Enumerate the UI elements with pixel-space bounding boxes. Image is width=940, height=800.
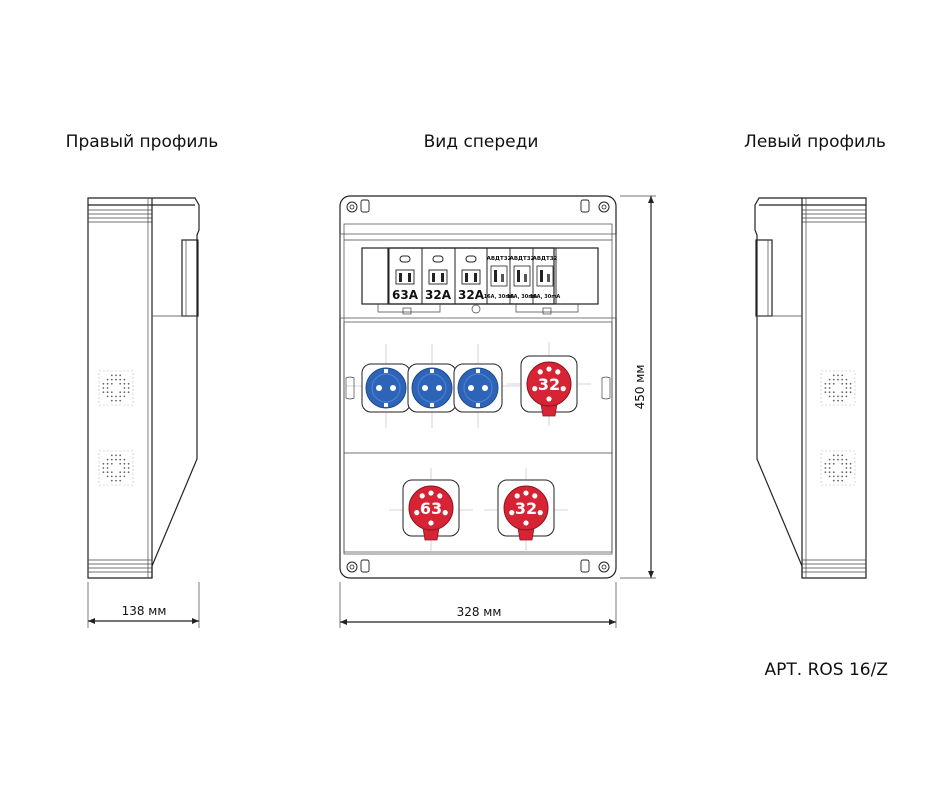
blue-socket [361,363,411,413]
vent-grille [98,450,134,486]
socket-rating-label: 32 [538,375,560,394]
rcbo-type-label: АВДТ32 [487,256,512,262]
top-socket-row: 32 [361,355,578,417]
rcbo-rating-label: 16A, 30mA [484,294,515,300]
right-profile-view: 138 мм [87,197,200,628]
vent-grille [98,370,134,406]
front-width-label: 328 мм [457,605,502,619]
left-profile-view [754,197,867,579]
corner-clips [346,199,610,573]
right-profile-title: Правый профиль [66,132,219,152]
front-view-title: Вид спереди [424,132,539,152]
front-height-label: 450 мм [633,365,647,410]
main-breaker: 63A [388,248,419,304]
breaker-rating-label: 63A [392,288,419,302]
blue-socket [407,363,457,413]
breaker-rating-label: 32A [425,288,452,302]
rcbo-rating-label: 16A, 30mA [507,294,538,300]
right-profile-width-label: 138 мм [122,604,167,618]
rcbo-type-label: АВДТ32 [510,256,535,262]
bottom-socket-row: 63 32 [402,479,555,541]
vent-grille [820,370,856,406]
red-cee-socket: 32 [520,355,578,417]
breaker-rating-label: 32A [458,288,485,302]
red-cee-socket: 32 [497,479,555,541]
rcbo-breaker: АВДТ32 16A, 30mA [507,248,538,304]
main-breaker: 32A [454,248,485,304]
left-profile-title: Левый профиль [744,132,886,152]
rcbo-breaker: АВДТ32 16A, 30mA [530,248,561,304]
rcbo-rating-label: 16A, 30mA [530,294,561,300]
rcbo-breaker: АВДТ32 16A, 30mA [484,248,515,304]
article-number: АРТ. ROS 16/Z [765,660,888,680]
socket-rating-label: 32 [515,499,537,518]
vent-grille [820,450,856,486]
rcbo-type-label: АВДТ32 [533,256,558,262]
main-breaker: 32A [421,248,452,304]
socket-rating-label: 63 [420,499,442,518]
red-cee-socket: 63 [402,479,460,541]
blue-socket [453,363,503,413]
